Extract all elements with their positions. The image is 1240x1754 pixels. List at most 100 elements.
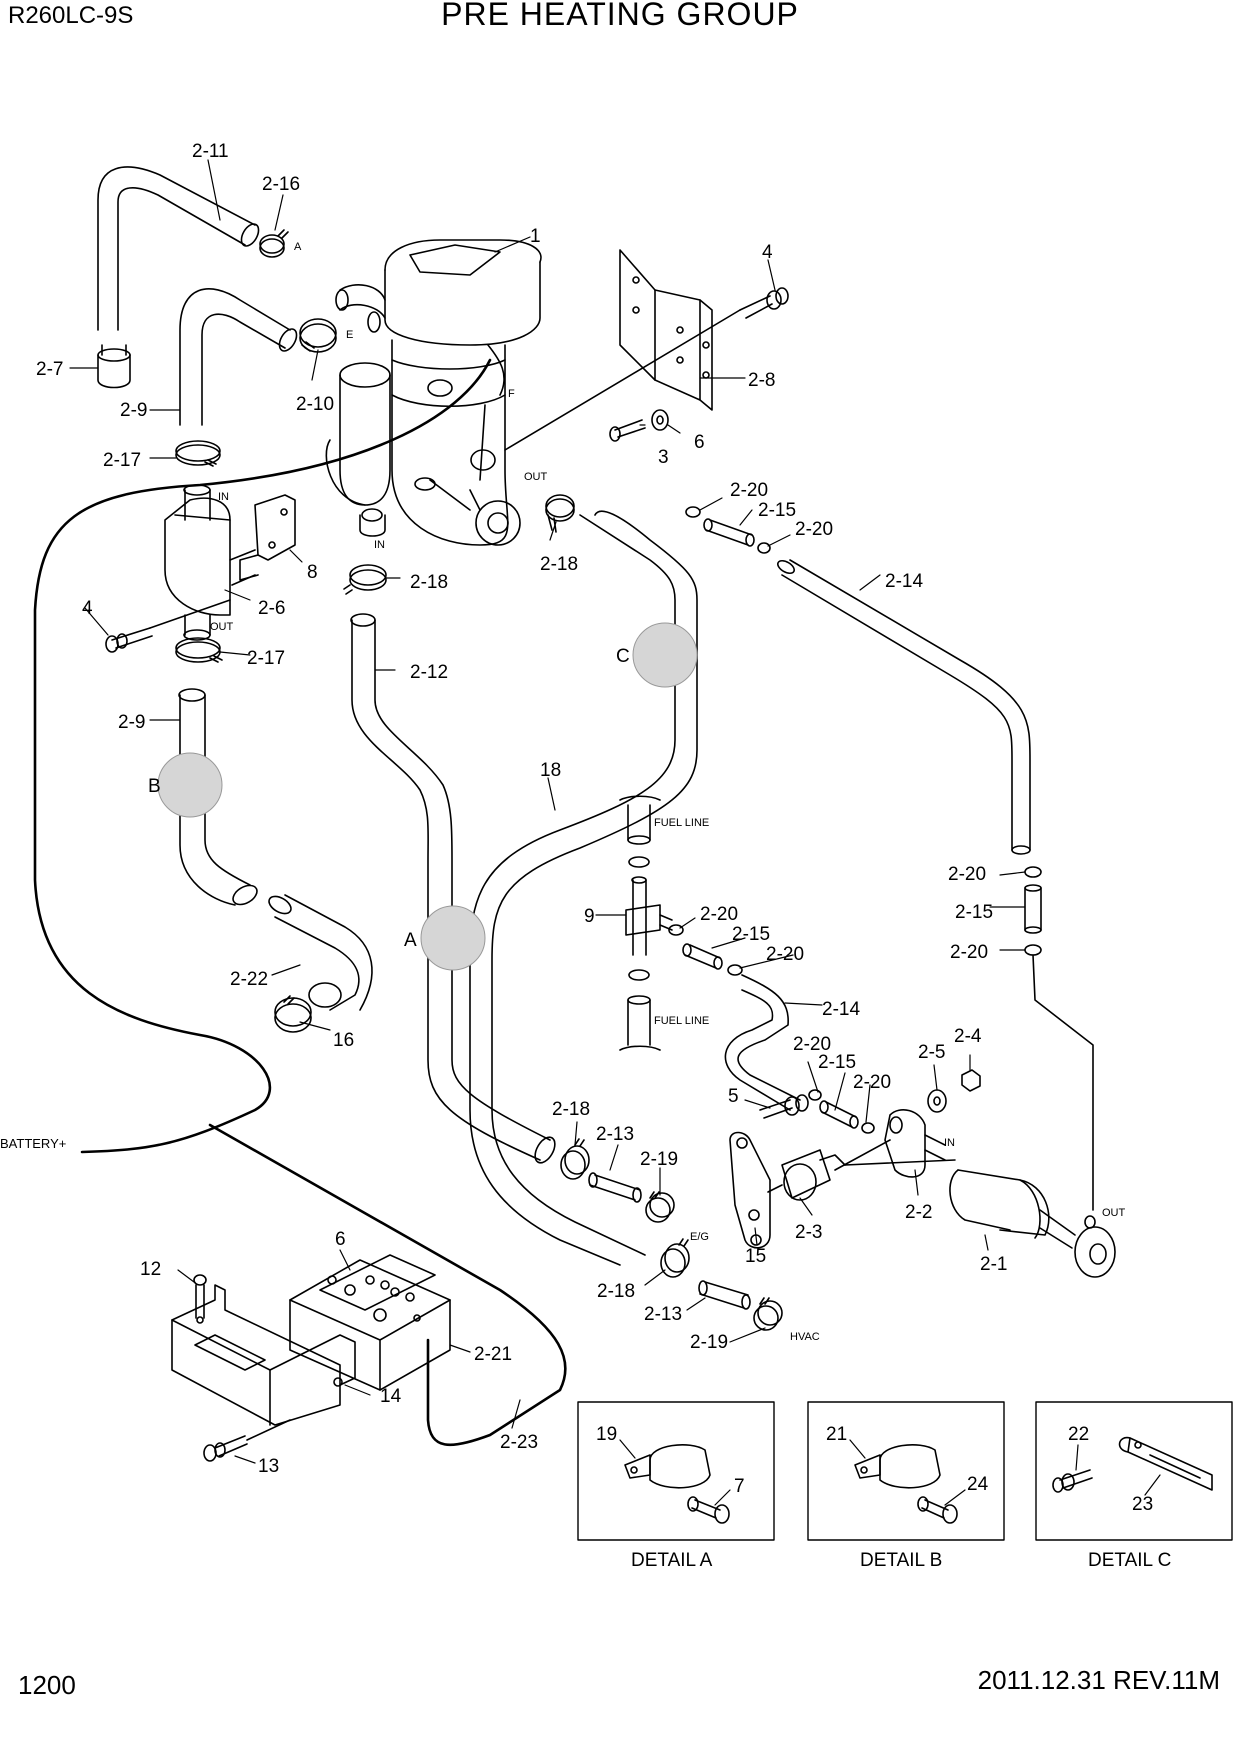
tube-2-13-upper — [588, 1172, 642, 1203]
callout-2-20: 2-20 — [795, 519, 833, 540]
detail-a: 19 7 DETAIL A — [577, 1401, 775, 1571]
hose-18 — [469, 510, 698, 1266]
marker-letter-c: C — [616, 646, 630, 667]
page-number: 1200 — [18, 1670, 76, 1700]
port-labels: A E F OUT IN IN OUT FUEL LINE FUEL LINE … — [0, 241, 1126, 1343]
clamp-2-18-left — [343, 564, 387, 595]
callout-2-12: 2-12 — [410, 662, 448, 683]
callout-2-18: 2-18 — [410, 572, 448, 593]
callout-2-15: 2-15 — [732, 924, 770, 945]
callout-6: 6 — [694, 432, 705, 453]
bracket-14 — [171, 1284, 356, 1426]
callout-2-14: 2-14 — [885, 571, 923, 592]
port-label-out: OUT — [210, 621, 234, 633]
callout-2-1: 2-1 — [980, 1254, 1007, 1275]
callout-2-14: 2-14 — [822, 999, 860, 1020]
callout-2-13: 2-13 — [644, 1304, 682, 1325]
port-label-out: OUT — [524, 471, 548, 483]
bracket-2-8 — [619, 249, 713, 411]
callout-2-15: 2-15 — [955, 902, 993, 923]
clamp-2-18-top — [545, 494, 575, 533]
clamp-2-16 — [259, 229, 289, 258]
tube-2-13-lower — [698, 1280, 751, 1310]
marker-letter-a: A — [404, 930, 417, 951]
page-title: PRE HEATING GROUP — [441, 0, 799, 32]
fuel-line-label: FUEL LINE — [654, 817, 709, 829]
callout-2-18: 2-18 — [540, 554, 578, 575]
callout-6: 6 — [335, 1229, 346, 1250]
bolt-3 — [609, 419, 646, 442]
fuel-line-assembly — [619, 795, 673, 1051]
detail-c: 22 23 DETAIL C — [1035, 1401, 1233, 1571]
callout-2-22: 2-22 — [230, 969, 268, 990]
hose-2-14-middle — [724, 974, 801, 1111]
detail-a-caption: DETAIL A — [631, 1550, 713, 1571]
callout-2-7: 2-7 — [36, 359, 63, 380]
elbow-2-22 — [268, 894, 373, 1011]
callout-9: 9 — [584, 906, 595, 927]
callout-14: 14 — [380, 1386, 402, 1407]
callout-2-19: 2-19 — [640, 1149, 678, 1170]
clamp-2-17-top — [175, 440, 221, 467]
callout-2-17: 2-17 — [247, 648, 285, 669]
cap-2-7 — [97, 344, 131, 389]
callout-2-3: 2-3 — [795, 1222, 822, 1243]
detail-b: 21 24 DETAIL B — [807, 1401, 1005, 1571]
leader-lines — [69, 159, 1026, 1464]
marker-letters: C B A — [148, 646, 630, 951]
callout-2-20: 2-20 — [730, 480, 768, 501]
detail-a-callout-19: 19 — [596, 1424, 617, 1445]
fitting-right — [1024, 866, 1094, 1211]
callout-2-9: 2-9 — [120, 400, 147, 421]
clamp-2-18-low — [660, 1238, 690, 1278]
callout-2-11: 2-11 — [192, 141, 229, 162]
callout-2-15: 2-15 — [758, 500, 796, 521]
callout-2-8: 2-8 — [748, 370, 775, 391]
washer-6 — [651, 409, 669, 431]
bolt-4-top — [504, 287, 789, 451]
port-label-in: IN — [218, 491, 229, 503]
detail-a-callout-7: 7 — [734, 1476, 745, 1497]
callout-2-17: 2-17 — [103, 450, 141, 471]
callout-2-2: 2-2 — [905, 1202, 932, 1223]
callout-13: 13 — [258, 1456, 279, 1477]
timer-6 — [289, 1254, 451, 1391]
callout-2-9: 2-9 — [118, 712, 145, 733]
detail-b-callout-21: 21 — [826, 1424, 847, 1445]
callout-2-19: 2-19 — [690, 1332, 728, 1353]
washer-2-5 — [927, 1089, 947, 1113]
detail-c-caption: DETAIL C — [1088, 1550, 1171, 1571]
clamp-2-19-lower — [753, 1297, 783, 1331]
port-label-a: A — [294, 241, 302, 253]
callout-15: 15 — [745, 1246, 766, 1267]
callout-2-20: 2-20 — [700, 904, 738, 925]
callout-2-20: 2-20 — [950, 942, 988, 963]
bolt-12 — [193, 1274, 207, 1319]
port-label-eg: E/G — [690, 1231, 709, 1243]
callout-3: 3 — [658, 447, 669, 468]
clamp-2-17-bottom — [175, 637, 223, 663]
hose-2-12 — [350, 613, 556, 1164]
callout-2-13: 2-13 — [596, 1124, 634, 1145]
callout-4: 4 — [762, 242, 773, 263]
clamp-16 — [274, 995, 312, 1033]
revision-date: 2011.12.31 REV.11M — [977, 1665, 1220, 1695]
battery-label: BATTERY+ — [0, 1136, 66, 1151]
marker-b — [157, 752, 223, 818]
silencer-2-6 — [164, 484, 256, 641]
detail-markers — [157, 622, 698, 971]
clamp-2-19-upper — [645, 1191, 675, 1223]
callout-2-20: 2-20 — [853, 1072, 891, 1093]
marker-a — [420, 905, 486, 971]
detail-b-caption: DETAIL B — [860, 1550, 942, 1571]
callout-2-20: 2-20 — [948, 864, 986, 885]
clamp-2-10 — [299, 318, 337, 353]
callout-2-20: 2-20 — [793, 1034, 831, 1055]
model-code: R260LC-9S — [8, 2, 134, 29]
marker-letter-b: B — [148, 776, 161, 797]
wiring-harness — [33, 358, 567, 1447]
clamp-2-18-mid — [560, 1138, 590, 1180]
callout-5: 5 — [728, 1086, 739, 1107]
callout-4: 4 — [82, 598, 93, 619]
